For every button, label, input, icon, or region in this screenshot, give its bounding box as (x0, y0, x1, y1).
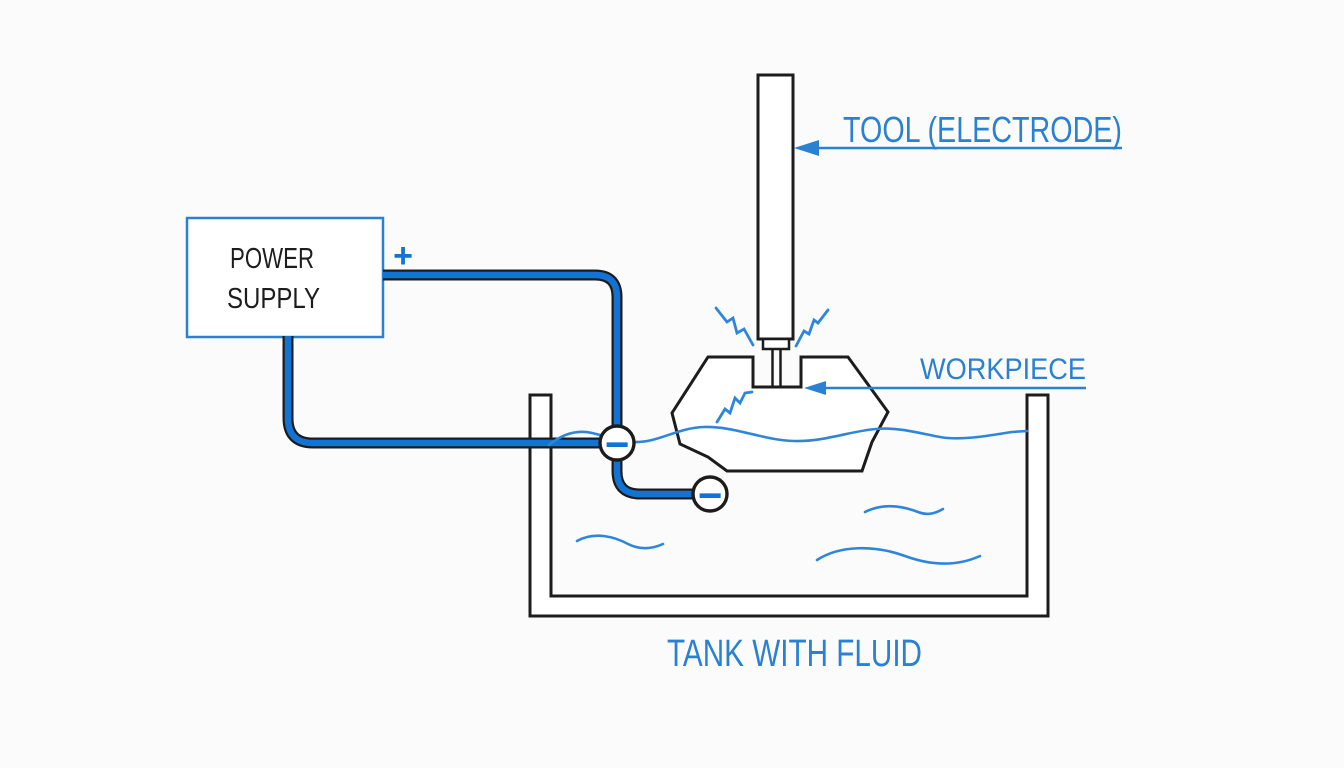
negative-polarity-symbol: − (698, 472, 723, 519)
negative-terminal-node-2: − (691, 472, 729, 519)
electrode-body (756, 73, 795, 341)
terminal-circle (691, 475, 729, 513)
node-link-wire (613, 457, 695, 498)
fluid-wave-right-upper (863, 504, 945, 516)
workpiece-shape (670, 355, 890, 473)
power-supply-label-line2: SUPPLY (227, 283, 320, 315)
power-supply-outline (185, 216, 385, 339)
power-supply-box: POWER SUPPLY (185, 216, 385, 339)
spark-icon-lower (715, 390, 754, 424)
wires (282, 269, 695, 500)
tool-callout: TOOL (ELECTRODE) (794, 109, 1122, 156)
negative-terminal-node-1: − (598, 421, 636, 468)
spark-discharges (714, 306, 830, 424)
positive-wire (383, 271, 621, 429)
negative-wire (284, 336, 603, 447)
terminal-circle (598, 424, 636, 462)
tool-label: TOOL (ELECTRODE) (843, 109, 1122, 150)
tool-arrowhead-icon (794, 140, 819, 156)
power-supply-label-line1: POWER (230, 243, 314, 275)
tool-electrode (756, 73, 795, 386)
workpiece-label: WORKPIECE (920, 353, 1086, 386)
spark-icon-right (794, 308, 830, 348)
workpiece-callout: WORKPIECE (804, 353, 1086, 395)
electrode-holder (761, 337, 791, 351)
spark-icon-left (714, 306, 755, 347)
workpiece-arrowhead-icon (804, 381, 826, 395)
fluid-wave-right-lower (815, 546, 982, 565)
positive-polarity-symbol: + (393, 237, 413, 275)
fluid-wave-left (575, 534, 665, 550)
tank-label: TANK WITH FLUID (667, 633, 922, 675)
negative-polarity-symbol: − (605, 421, 630, 468)
tank-walls (528, 393, 1050, 618)
fluid-waves (575, 504, 982, 565)
